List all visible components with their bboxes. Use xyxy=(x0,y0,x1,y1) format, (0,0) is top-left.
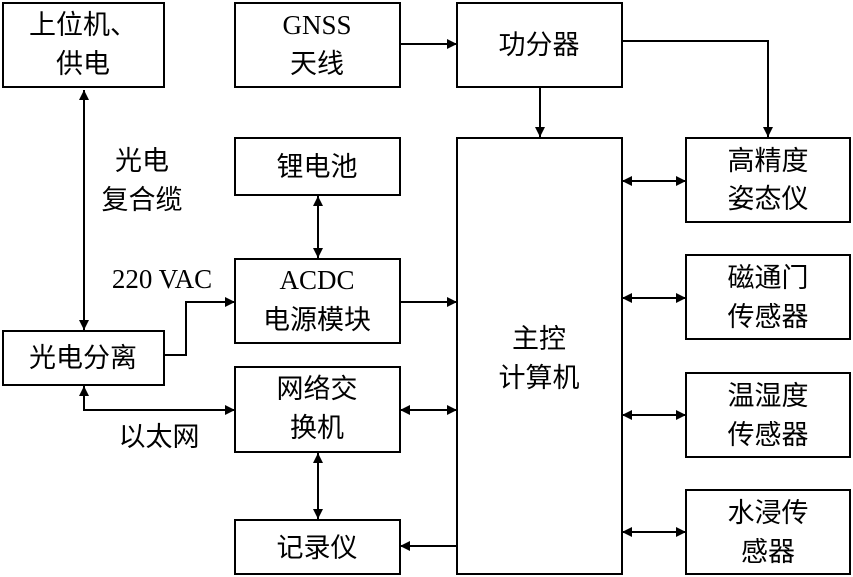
gnss-antenna-label-2: 天线 xyxy=(290,49,344,79)
attitude-meter-label-2: 姿态仪 xyxy=(728,184,809,214)
composite-cable-label-2: 复合缆 xyxy=(102,185,183,215)
ac-220v-label: 220 VAC xyxy=(112,264,212,294)
acdc-module-label-2: 电源模块 xyxy=(263,305,371,335)
composite-cable-label-1: 光电 xyxy=(115,146,169,176)
main-computer-label-2: 计算机 xyxy=(499,363,580,393)
gnss-antenna-label-1: GNSS xyxy=(282,10,351,40)
fluxgate-sensor-label-1: 磁通门 xyxy=(728,263,809,293)
ethernet-label: 以太网 xyxy=(119,422,200,452)
connectors xyxy=(79,39,773,551)
box-fluxgate-sensor xyxy=(685,254,851,340)
edge-splitter-acdc xyxy=(164,297,235,356)
temp-humidity-sensor-label-1: 温湿度 xyxy=(728,381,809,411)
lithium-battery-label: 锂电池 xyxy=(277,152,358,182)
box-power-splitter xyxy=(456,2,623,88)
box-water-sensor xyxy=(685,489,851,575)
box-temp-humidity-sensor xyxy=(685,372,851,458)
box-network-switch xyxy=(234,366,401,453)
box-optoelectronic-splitter xyxy=(2,330,165,386)
host-power-label-2: 供电 xyxy=(56,49,110,79)
attitude-meter-label-1: 高精度 xyxy=(728,146,809,176)
network-switch-label-2: 换机 xyxy=(290,413,344,443)
temp-humidity-sensor-label-2: 传感器 xyxy=(728,420,809,450)
box-recorder xyxy=(234,519,401,575)
box-attitude-meter xyxy=(685,137,851,223)
main-computer-label-1: 主控 xyxy=(512,324,566,354)
water-sensor-label-1: 水浸传 xyxy=(728,498,809,528)
power-splitter-label: 功分器 xyxy=(499,30,580,60)
fluxgate-sensor-label-2: 传感器 xyxy=(728,302,809,332)
box-host-power xyxy=(2,2,165,88)
water-sensor-label-2: 感器 xyxy=(741,537,795,567)
edge-splitter-switch xyxy=(79,386,235,415)
host-power-label-1: 上位机、 xyxy=(29,10,137,40)
optoelectronic-splitter-label: 光电分离 xyxy=(29,343,137,373)
box-gnss-antenna xyxy=(234,2,401,88)
edge-power-splitter-attitude xyxy=(622,40,773,137)
network-switch-label-1: 网络交 xyxy=(277,374,358,404)
recorder-label: 记录仪 xyxy=(277,533,358,563)
box-acdc-module xyxy=(234,258,401,344)
acdc-module-label-1: ACDC xyxy=(279,265,354,295)
box-main-computer xyxy=(456,137,623,575)
box-lithium-battery xyxy=(234,137,401,196)
